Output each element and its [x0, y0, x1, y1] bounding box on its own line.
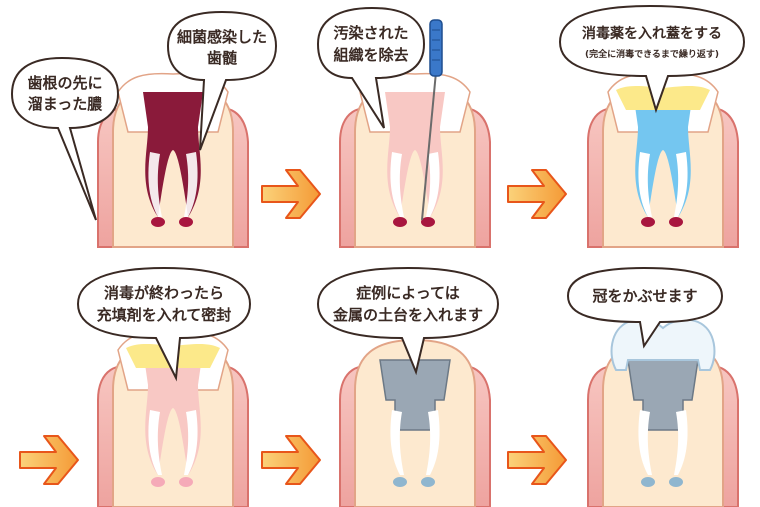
bubble-metal-core-line-2: 金属の土台を入れます	[332, 306, 483, 324]
bubble-seal: 消毒が終わったら 充填剤を入れて密封	[76, 266, 252, 382]
root-canal-right	[184, 152, 198, 217]
healed-right	[179, 477, 193, 487]
healed-left	[151, 477, 165, 487]
root-canal-left	[638, 410, 652, 475]
clean-pulp	[385, 92, 445, 217]
healed-right	[421, 477, 435, 487]
bubble-disinfect-line-1: 消毒薬を入れ蓋をする	[582, 25, 722, 42]
crown	[610, 318, 716, 371]
root-canal-left	[390, 152, 404, 217]
bubble-pus-line-2: 溜まった膿	[28, 95, 103, 113]
healed-right	[669, 477, 683, 487]
bubble-pulp-line-2: 歯髄	[207, 49, 238, 67]
root-canal-left	[148, 152, 162, 217]
bubble-metal-core: 症例によっては 金属の土台を入れます	[316, 266, 500, 376]
root-canal-right	[426, 410, 440, 475]
root-canal-right	[426, 152, 440, 217]
pus-right	[421, 217, 435, 227]
pus-left	[393, 217, 407, 227]
arrow-right-icon	[507, 435, 567, 485]
bubble-remove-tissue-line-1: 汚染された	[333, 24, 408, 42]
step-2-cleaning	[339, 72, 491, 248]
healed-left	[641, 477, 655, 487]
step-6-crown	[587, 318, 739, 507]
arrow-right-icon	[261, 435, 321, 485]
bubble-disinfect-note: (完全に消毒できるまで繰り返す)	[585, 48, 719, 60]
root-canal-left	[638, 152, 652, 217]
root-canal-right	[674, 152, 688, 217]
step-1-infected-tooth	[97, 72, 249, 248]
bubble-pus: 歯根の先に 溜まった膿	[10, 56, 120, 221]
bubble-remove-tissue-line-2: 組織を除去	[333, 46, 408, 64]
endodontic-file-icon	[421, 19, 443, 221]
filled-pulp	[143, 350, 203, 475]
step-5-metal-core	[339, 338, 491, 507]
bubble-seal-line-2: 充填剤を入れて密封	[97, 306, 232, 324]
arrow-right-icon	[261, 169, 321, 219]
root-canal-right	[674, 410, 688, 475]
step-4-fill-seal	[97, 330, 249, 507]
pus-right	[179, 217, 193, 227]
temporary-cap	[616, 86, 710, 110]
root-canal-left	[148, 410, 162, 475]
root-canal-right	[184, 410, 198, 475]
bubble-remove-tissue: 汚染された 組織を除去	[316, 6, 426, 129]
bubble-seal-line-1: 消毒が終わったら	[104, 284, 224, 302]
pus-right	[669, 217, 683, 227]
bubble-pulp-line-1: 細菌感染した	[177, 28, 267, 46]
bubble-crown-line-1: 冠をかぶせます	[592, 287, 697, 305]
medicine-pulp	[633, 92, 693, 217]
step-3-disinfect	[587, 72, 739, 248]
healed-left	[393, 477, 407, 487]
bubble-crown: 冠をかぶせます	[566, 266, 724, 349]
bubble-metal-core-line-1: 症例によっては	[356, 284, 460, 302]
pus-left	[641, 217, 655, 227]
infected-pulp	[143, 92, 203, 217]
arrow-right-icon	[19, 435, 79, 485]
bubble-pus-line-1: 歯根の先に	[27, 74, 102, 92]
bubble-pulp: 細菌感染した 歯髄	[166, 10, 278, 151]
pus-left	[151, 217, 165, 227]
arrow-right-icon	[507, 169, 567, 219]
root-canal-left	[390, 410, 404, 475]
bubble-disinfect: 消毒薬を入れ蓋をする (完全に消毒できるまで繰り返す)	[558, 4, 746, 114]
